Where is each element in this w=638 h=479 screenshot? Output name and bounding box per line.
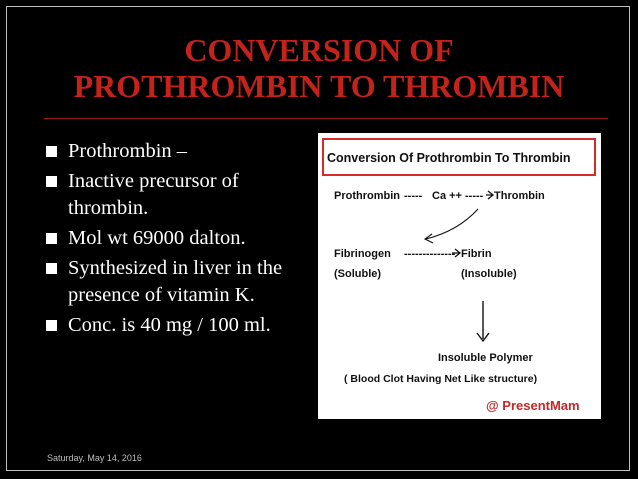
bullet-item: Prothrombin –	[46, 138, 316, 165]
calcium-label: Ca ++	[432, 190, 462, 202]
footer-date: Saturday, May 14, 2016	[47, 453, 142, 463]
arrow-right-icon	[452, 248, 462, 258]
conversion-diagram: Conversion Of Prothrombin To Thrombin Pr…	[318, 133, 601, 419]
slide-frame	[6, 6, 630, 471]
bullet-item: Conc. is 40 mg / 100 ml.	[46, 312, 316, 339]
slide-title: CONVERSION OF PROTHROMBIN TO THROMBIN	[0, 32, 638, 104]
insoluble-label: (Insoluble)	[461, 268, 517, 280]
square-bullet-icon	[46, 146, 57, 157]
arrow-right-icon	[486, 190, 495, 200]
square-bullet-icon	[46, 176, 57, 187]
thrombin-label: Thrombin	[494, 190, 545, 202]
bullet-text: Conc. is 40 mg / 100 ml.	[68, 314, 271, 336]
bullet-text: Inactive precursor of thrombin.	[68, 170, 239, 219]
step1-dashes-2: -----	[465, 190, 484, 202]
title-divider	[44, 118, 608, 119]
fibrinogen-label: Fibrinogen	[334, 248, 391, 260]
prothrombin-label: Prothrombin	[334, 190, 400, 202]
watermark-text: @ PresentMam	[486, 398, 580, 413]
curved-arrow-head-icon	[423, 233, 434, 244]
soluble-label: (Soluble)	[334, 268, 381, 280]
square-bullet-icon	[46, 233, 57, 244]
result-description: ( Blood Clot Having Net Like structure)	[344, 373, 537, 385]
arrow-down-icon	[476, 332, 490, 343]
fibrin-label: Fibrin	[461, 248, 492, 260]
result-label: Insoluble Polymer	[438, 352, 533, 364]
bullet-text: Prothrombin –	[68, 140, 188, 162]
curved-arrow-icon	[425, 208, 479, 240]
title-line-1: CONVERSION OF	[184, 32, 454, 68]
step2-dashes: --------------	[404, 248, 456, 260]
title-line-2: PROTHROMBIN TO THROMBIN	[73, 68, 565, 104]
square-bullet-icon	[46, 320, 57, 331]
bullet-text: Mol wt 69000 dalton.	[68, 227, 246, 249]
bullet-text: Synthesized in liver in the presence of …	[68, 257, 283, 306]
square-bullet-icon	[46, 263, 57, 274]
bullet-item: Synthesized in liver in the presence of …	[46, 255, 316, 309]
bullet-list: Prothrombin – Inactive precursor of thro…	[46, 138, 316, 342]
bullet-item: Mol wt 69000 dalton.	[46, 225, 316, 252]
step1-dashes: -----	[404, 190, 423, 202]
heading-box	[322, 138, 596, 176]
diagram-heading: Conversion Of Prothrombin To Thrombin	[327, 151, 571, 165]
bullet-item: Inactive precursor of thrombin.	[46, 168, 316, 222]
